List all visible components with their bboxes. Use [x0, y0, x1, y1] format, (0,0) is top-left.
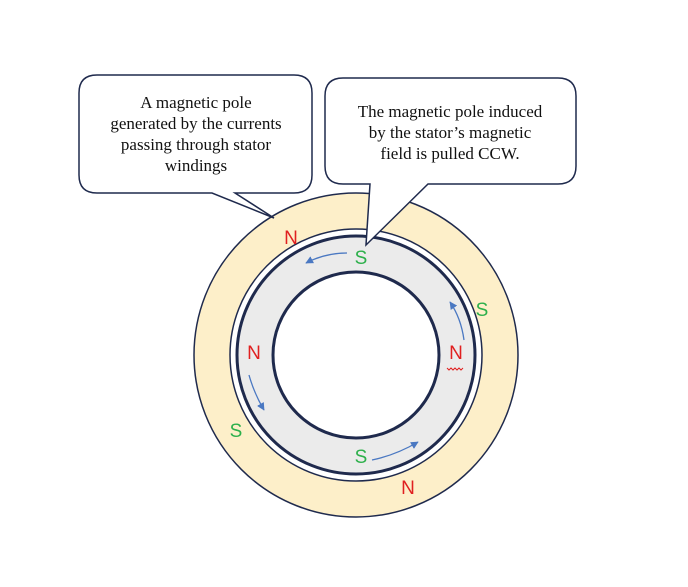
stator-pole-bottom: N: [401, 478, 415, 499]
rotor-pole-right: N: [449, 343, 463, 364]
spellcheck-squiggle: [446, 367, 464, 371]
rotor-pole-top: S: [355, 248, 368, 269]
arrow-bottom: [371, 441, 419, 461]
stator-pole-right: S: [476, 300, 489, 321]
stator-pole-left: S: [230, 421, 243, 442]
callout-rotor-pole-text: A magnetic pole generated by the current…: [110, 93, 282, 175]
stator-pole-top: N: [284, 228, 298, 249]
arrow-right: [449, 301, 465, 341]
rotor-pole-left: N: [247, 343, 261, 364]
callout-induced-pole-text: The magnetic pole induced by the stator’…: [357, 102, 543, 163]
rotor-bore: [271, 270, 441, 440]
callout-bubble-left: [78, 74, 313, 219]
rotor-pole-bottom: S: [355, 447, 368, 468]
arrow-top: [305, 252, 348, 264]
arrow-left: [248, 374, 265, 411]
callout-bubble-right: [324, 77, 577, 247]
